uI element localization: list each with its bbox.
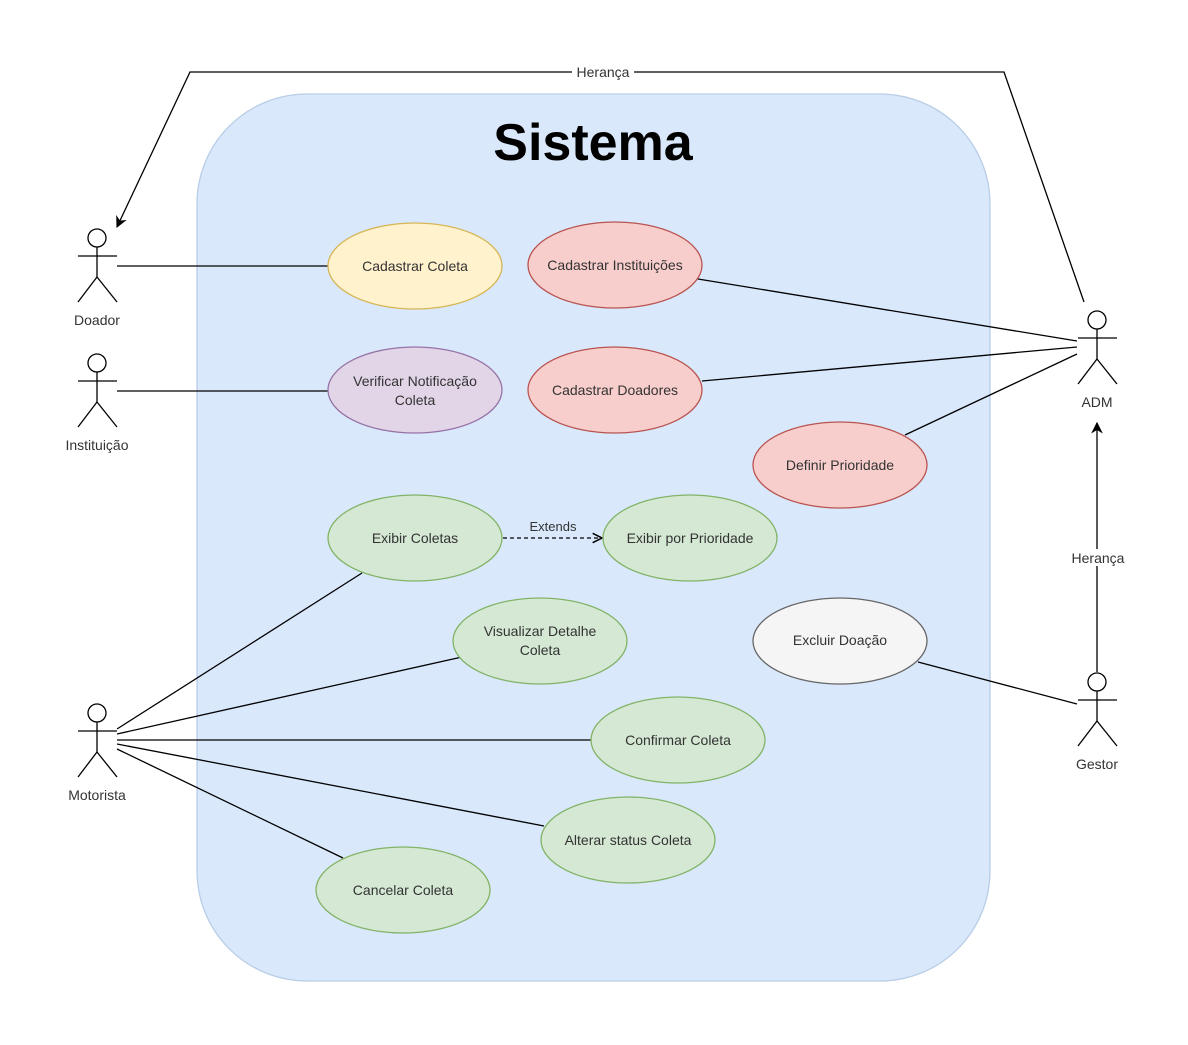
actor-gestor[interactable]: Gestor: [1076, 672, 1118, 772]
use-case-label: Cadastrar Coleta: [362, 258, 468, 274]
assoc-adm-cadastrar-doadores: [701, 346, 1078, 382]
stick-figure-icon: [77, 228, 118, 303]
use-case-label-line1: Visualizar Detalhe: [484, 623, 597, 639]
use-case-label-line1: Verificar Notificação: [353, 373, 477, 389]
use-case-label: Cancelar Coleta: [353, 882, 454, 898]
assoc-motorista-visualizar-detalhe: [116, 656, 463, 735]
use-case-label: Cadastrar Instituições: [547, 257, 682, 273]
use-case-label: Excluir Doação: [793, 632, 887, 648]
actor-adm[interactable]: ADM: [1077, 310, 1118, 410]
assoc-adm-cadastrar-instituicoes: [697, 278, 1078, 342]
heranca-right-label-bg: [1067, 549, 1129, 566]
use-case-excluir-doacao[interactable]: Excluir Doação: [752, 597, 928, 685]
system-title: Sistema: [493, 114, 694, 172]
use-case-confirmar-coleta[interactable]: Confirmar Coleta: [590, 696, 766, 784]
actor-label: Instituição: [65, 437, 128, 453]
assoc-gestor-excluir-doacao: [917, 661, 1078, 705]
stick-figure-icon: [77, 703, 118, 778]
use-case-label: Exibir por Prioridade: [627, 530, 754, 546]
assoc-adm-definir-prioridade: [904, 353, 1078, 436]
assoc-motorista-exibir-coletas: [116, 572, 363, 730]
assoc-motorista-cancelar-coleta: [116, 748, 344, 859]
actor-label: Gestor: [1076, 756, 1118, 772]
assoc-motorista-alterar-status: [116, 743, 545, 827]
stick-figure-icon: [1077, 310, 1118, 385]
use-case-definir-prioridade[interactable]: Definir Prioridade: [752, 421, 928, 509]
use-case-exibir-coletas[interactable]: Exibir Coletas: [327, 494, 503, 582]
use-case-label: Exibir Coletas: [372, 530, 458, 546]
heranca-top-label: Herança: [577, 64, 630, 80]
actor-instituicao[interactable]: Instituição: [65, 353, 129, 453]
use-case-cancelar-coleta[interactable]: Cancelar Coleta: [315, 846, 491, 934]
use-case-label: Alterar status Coleta: [565, 832, 692, 848]
heranca-right-label: Herança: [1072, 550, 1125, 566]
use-case-label: Cadastrar Doadores: [552, 382, 678, 398]
stick-figure-icon: [1077, 672, 1118, 747]
heranca-top-label-bg: [572, 64, 634, 80]
actor-label: Motorista: [68, 787, 126, 803]
stick-figure-icon: [77, 353, 118, 428]
use-case-cadastrar-instituicoes[interactable]: Cadastrar Instituições: [527, 221, 703, 309]
use-case-exibir-por-prioridade[interactable]: Exibir por Prioridade: [602, 494, 778, 582]
actor-label: ADM: [1081, 394, 1112, 410]
use-case-label-line2: Coleta: [520, 642, 561, 658]
use-case-verificar-notificacao[interactable]: Verificar Notificação Coleta: [327, 346, 503, 434]
use-case-label: Definir Prioridade: [786, 457, 894, 473]
use-case-visualizar-detalhe[interactable]: Visualizar Detalhe Coleta: [452, 597, 628, 685]
actor-doador[interactable]: Doador: [74, 228, 120, 328]
use-case-label: Confirmar Coleta: [625, 732, 731, 748]
actor-motorista[interactable]: Motorista: [68, 703, 126, 803]
use-case-alterar-status[interactable]: Alterar status Coleta: [540, 796, 716, 884]
use-case-cadastrar-doadores[interactable]: Cadastrar Doadores: [527, 346, 703, 434]
use-case-cadastrar-coleta[interactable]: Cadastrar Coleta: [327, 222, 503, 310]
extends-label: Extends: [530, 519, 577, 534]
actor-label: Doador: [74, 312, 120, 328]
use-case-label-line2: Coleta: [395, 392, 436, 408]
